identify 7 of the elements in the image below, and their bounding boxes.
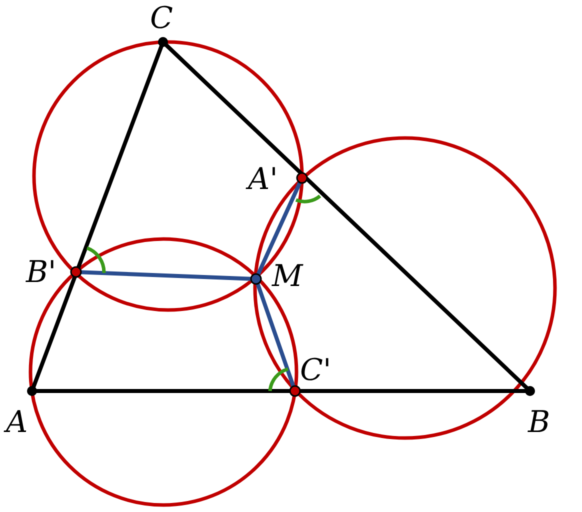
point-label: C'	[300, 356, 332, 386]
point-label: B'	[26, 258, 56, 288]
point-label: M	[272, 262, 303, 292]
point-label: A'	[248, 165, 278, 195]
point-label: C	[150, 4, 173, 34]
point-label: A	[6, 408, 28, 438]
point-label: B	[528, 408, 550, 438]
